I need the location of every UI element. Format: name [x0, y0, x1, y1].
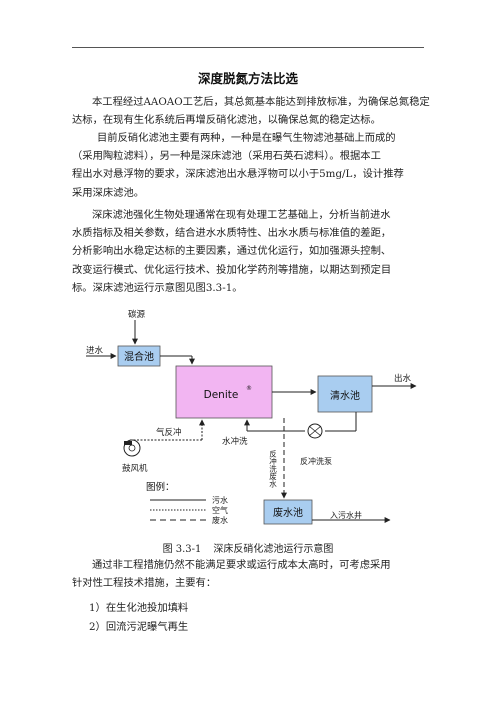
backwash-drain-label: 反冲洗废水	[268, 449, 277, 488]
denite-label: Denite	[204, 389, 239, 401]
legend-air-label: 空气	[212, 505, 228, 515]
legend-waste-label: 废水	[212, 515, 228, 525]
text-line: （采用陶粒滤料），另一种是深床滤池（采用石英石滤料）。根据本工	[72, 150, 381, 163]
inlet-label: 进水	[86, 345, 104, 356]
text-line: 通过非工程措施仍然不能满足要求或运行成本太高时，可考虑采用	[92, 559, 391, 571]
text-line: 分析影响出水稳定达标的主要因素，通过优化运行，如加强源头控制、	[72, 245, 392, 258]
text-line: 深床滤池强化生物处理通常在现有处理工艺基础上，分析当前进水	[92, 209, 391, 221]
water-flush-label: 水冲洗	[222, 436, 248, 447]
blower-label: 鼓风机	[122, 463, 148, 474]
waste-water-tank	[263, 499, 313, 525]
denite-filter	[175, 365, 273, 419]
text-line: 针对性工程技术措施，主要有：	[72, 577, 217, 590]
clear-water-tank	[317, 375, 373, 413]
paragraph-4: 通过非工程措施仍然不能满足要求或运行成本太高时，可考虑采用 针对性工程技术措施，…	[72, 556, 426, 592]
waste-tank-label: 废水池	[273, 506, 303, 519]
to-sewer-label: 入污水井	[330, 510, 362, 520]
air-flush-label: 气反冲	[156, 427, 182, 438]
section-title: 深度脱氮方法比选	[197, 71, 298, 86]
text-line: 水质指标及相关参数，结合进水水质特性、出水水质与标准值的差距，	[72, 227, 392, 240]
list-item: 2）回流污泥曝气再生	[89, 621, 189, 633]
outlet-label: 出水	[394, 373, 412, 384]
paragraph-1: 本工程经过AAOAO工艺后，其总氮基本能达到排放标准，为确保总氮稳定 达标，在现…	[72, 93, 430, 129]
figure-caption-text: 深床反硝化滤池运行示意图	[213, 544, 334, 555]
backwash-pump-label: 反冲洗泵	[300, 456, 332, 466]
list-item: 1）在生化池投加填料	[89, 602, 189, 614]
text-line: 改变运行模式、优化运行技术、投加化学药剂等措施，以期达到预定目	[72, 263, 392, 276]
paragraph-3: 深床滤池强化生物处理通常在现有处理工艺基础上，分析当前进水 水质指标及相关参数，…	[72, 206, 426, 297]
legend-title: 图例：	[146, 481, 175, 493]
blower-outlet-icon	[124, 441, 132, 445]
text-line: 程出水对悬浮物的要求，深床滤池出水悬浮物可以小于5mg/L，设计推荐	[72, 168, 404, 181]
legend-sewage-label: 污水	[212, 495, 228, 505]
text-line: 目前反硝化滤池主要有两种，一种是在曝气生物滤池基础上而成的	[97, 132, 396, 144]
mixing-tank-label: 混合池	[124, 350, 154, 363]
text-line: 本工程经过AAOAO工艺后，其总氮基本能达到排放标准，为确保总氮稳定	[92, 96, 430, 108]
text-line: 达标，在现有生化系统后再增反硝化滤池，以确保总氮的稳定达标。	[72, 114, 381, 127]
denite-registered-mark: ®	[246, 385, 252, 392]
text-line: 采用深床滤池。	[72, 186, 145, 199]
text-line: 标。深床滤池运行示意图见图3.3-1。	[72, 281, 243, 294]
carbon-source-label: 碳源	[128, 309, 146, 320]
figure-caption: 图 3.3-1 深床反硝化滤池运行示意图	[0, 540, 496, 555]
header-rule	[72, 47, 424, 48]
paragraph-2: 目前反硝化滤池主要有两种，一种是在曝气生物滤池基础上而成的 （采用陶粒滤料），另…	[72, 129, 426, 202]
figure-number: 图 3.3-1	[162, 544, 202, 555]
clear-tank-label: 清水池	[330, 389, 360, 402]
pump-cross-icon	[308, 425, 322, 437]
process-diagram: 碳源 进水 混合池 Denite ® 清水池 出水 水冲洗 反冲洗泵 气反冲 鼓…	[86, 309, 417, 525]
